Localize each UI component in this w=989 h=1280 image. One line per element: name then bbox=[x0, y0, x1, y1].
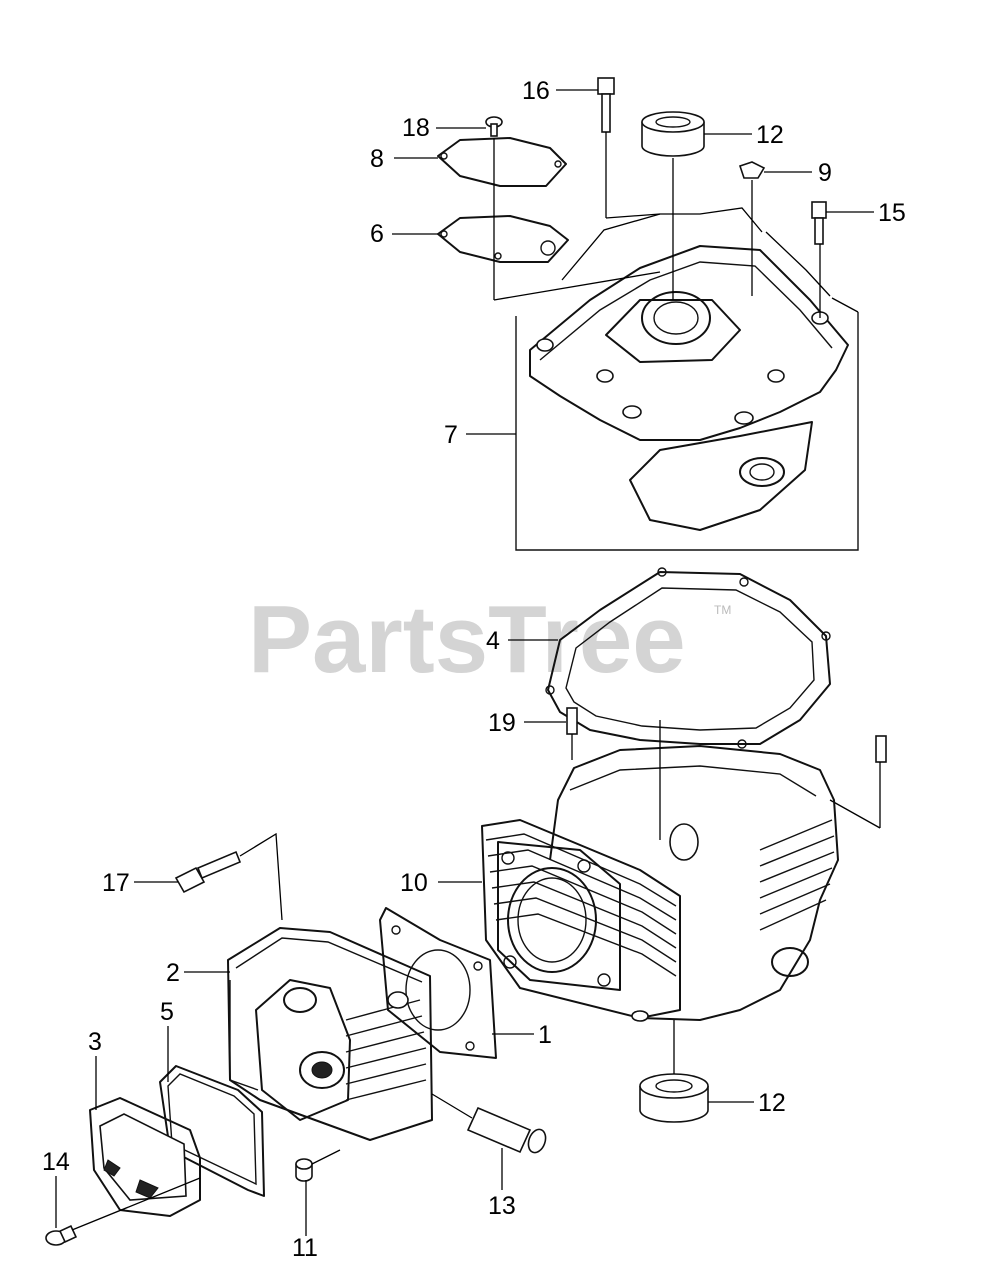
part-19-dowel-pin-right bbox=[829, 735, 887, 829]
part-15-bolt bbox=[811, 201, 827, 318]
callout-9: 9 bbox=[818, 159, 832, 187]
part-17-bolt bbox=[174, 832, 283, 921]
part-18-screw bbox=[485, 116, 503, 137]
callout-19: 19 bbox=[488, 709, 516, 737]
part-1-head-gasket bbox=[379, 907, 497, 1059]
callout-15: 15 bbox=[878, 199, 906, 227]
part-8-plate bbox=[437, 137, 567, 187]
callout-13: 13 bbox=[488, 1192, 516, 1220]
part-10-cylinder-block bbox=[481, 720, 839, 1022]
callout-3: 3 bbox=[88, 1028, 102, 1056]
part-12-oil-seal-bottom bbox=[639, 1020, 709, 1123]
part-14-screw bbox=[45, 1177, 201, 1246]
part-2-cylinder-head bbox=[227, 927, 433, 1141]
part-9-plug bbox=[738, 161, 766, 296]
callout-5: 5 bbox=[160, 998, 174, 1026]
callout-12-top: 12 bbox=[756, 121, 784, 149]
callout-labels: 16 18 8 6 12 9 15 7 4 19 10 17 2 1 5 3 1… bbox=[42, 77, 906, 1262]
callout-6: 6 bbox=[370, 220, 384, 248]
part-12-oil-seal-top bbox=[641, 111, 705, 300]
watermark-brand: PartsTree bbox=[248, 586, 686, 693]
callout-16: 16 bbox=[522, 77, 550, 105]
callout-14: 14 bbox=[42, 1148, 70, 1176]
part-19-dowel-pin bbox=[566, 707, 578, 760]
part-11-dowel bbox=[295, 1149, 341, 1182]
callout-leaders bbox=[55, 89, 874, 1236]
part-6-gasket bbox=[437, 215, 569, 263]
part-16-bolt bbox=[597, 77, 661, 219]
callout-1: 1 bbox=[538, 1021, 552, 1049]
callout-18: 18 bbox=[402, 114, 430, 142]
watermark: PartsTree TM bbox=[248, 586, 731, 693]
part-4-crankcase-gasket bbox=[545, 567, 831, 749]
part-3-rocker-cover bbox=[89, 1097, 201, 1217]
callout-17: 17 bbox=[102, 869, 130, 897]
callout-12-bottom: 12 bbox=[758, 1089, 786, 1117]
callout-7: 7 bbox=[444, 421, 458, 449]
callout-11: 11 bbox=[292, 1234, 318, 1262]
part-13-sleeve bbox=[431, 1093, 547, 1154]
callout-4: 4 bbox=[486, 627, 500, 655]
callout-2: 2 bbox=[166, 959, 180, 987]
callout-8: 8 bbox=[370, 145, 384, 173]
crankcase-cover-assembly bbox=[493, 207, 859, 551]
watermark-trademark: TM bbox=[714, 603, 731, 617]
callout-10: 10 bbox=[400, 869, 428, 897]
